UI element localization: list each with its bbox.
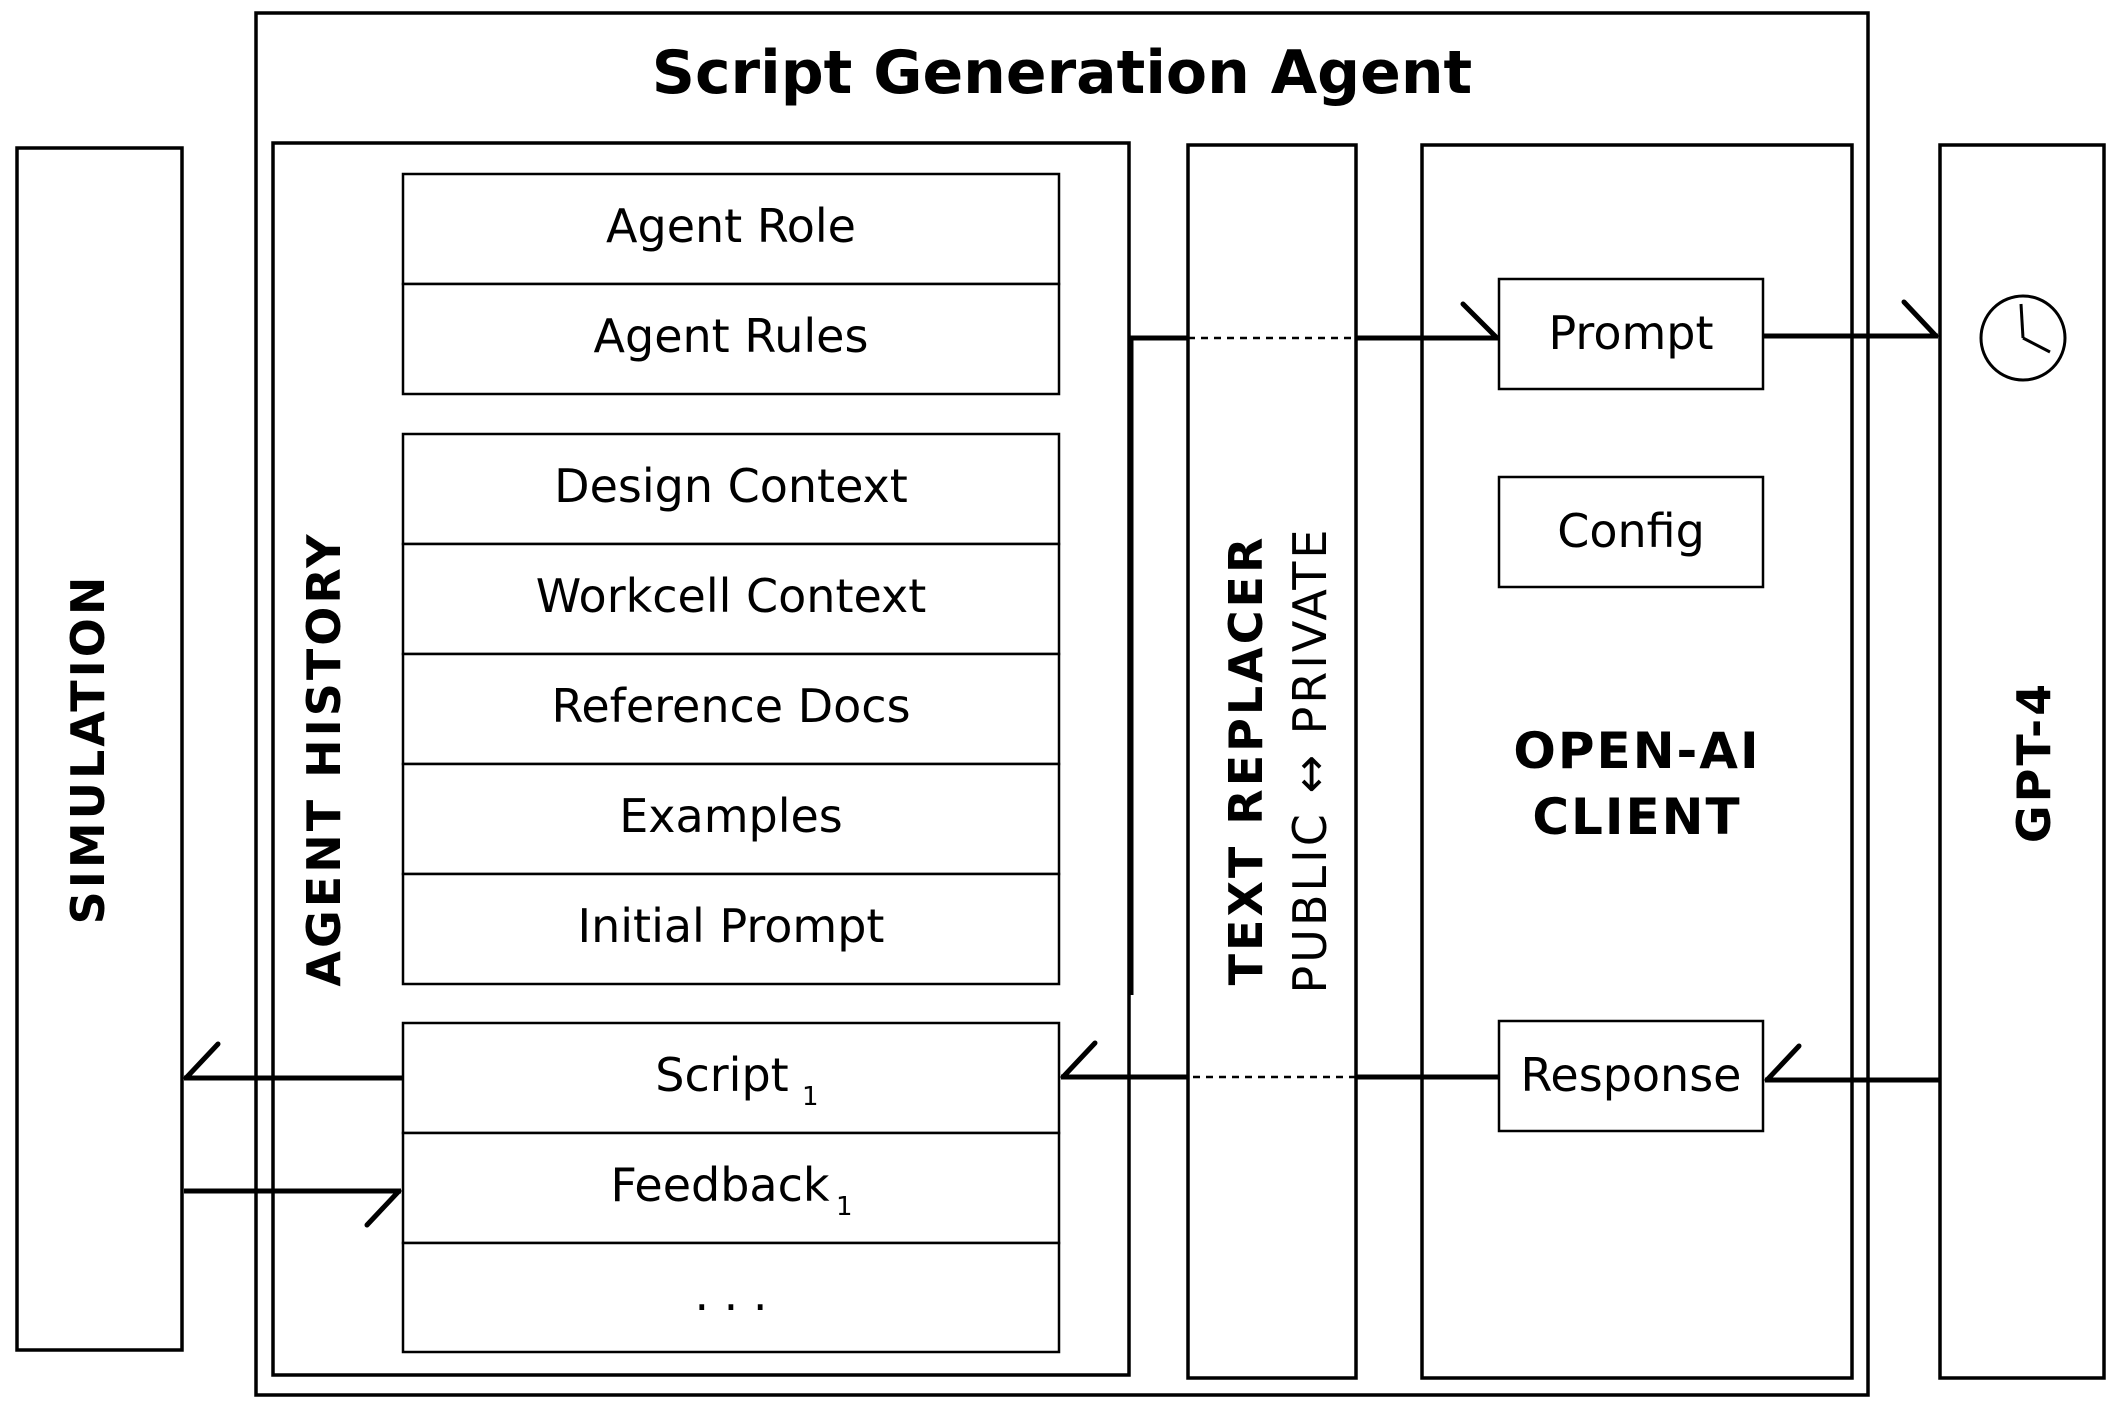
response-box (1497, 1019, 1765, 1133)
prompt-arrowhead (1460, 301, 1500, 341)
ellipsis-text: . . . (694, 1267, 767, 1321)
openai-client-box (1420, 143, 1854, 1380)
diagram-title: Script Generation Agent (652, 38, 1472, 108)
prompt-box (1497, 277, 1765, 391)
workcell-context-text: Workcell Context (536, 569, 926, 623)
config-box (1497, 475, 1765, 589)
agent-rules-cell (401, 282, 1061, 396)
agent-config-group: Agent Role Agent Rules (401, 172, 1061, 396)
response-flow-connector (1060, 1040, 1940, 1083)
openai-client-line2: CLIENT (1532, 788, 1741, 846)
initial-prompt-text: Initial Prompt (578, 899, 885, 953)
history-group: Script 1 Feedback 1 . . . (401, 1021, 1061, 1354)
text-replacer-label: TEXT REPLACER (1219, 535, 1273, 986)
prompt-text: Prompt (1548, 306, 1713, 360)
script-cell (401, 1021, 1061, 1135)
design-context-cell (401, 432, 1061, 546)
response-arrowhead (1764, 1043, 1802, 1083)
agent-role-text: Agent Role (606, 199, 856, 253)
agent-role-cell (401, 172, 1061, 286)
feedback-text: Feedback (610, 1158, 829, 1212)
reference-docs-text: Reference Docs (551, 679, 910, 733)
examples-text: Examples (619, 789, 843, 843)
examples-cell (401, 762, 1061, 876)
text-replacer-sublabel: PUBLIC ↔ PRIVATE (1283, 527, 1337, 994)
agent-rules-text: Agent Rules (594, 309, 869, 363)
script-arrowhead (1060, 1040, 1098, 1080)
script-label: Script (655, 1048, 788, 1102)
openai-client-line1: OPEN-AI (1513, 722, 1760, 780)
clock-icon (1979, 294, 2067, 382)
initial-prompt-cell (401, 872, 1061, 986)
config-text: Config (1557, 504, 1705, 558)
feedback-arrowhead (364, 1188, 402, 1228)
simulation-label: SIMULATION (61, 574, 115, 925)
script-subscript: 1 (802, 1082, 819, 1112)
agent-history-label: AGENT HISTORY (297, 531, 351, 986)
script-text: Script (655, 1048, 788, 1102)
gpt4-arrowhead (1901, 299, 1939, 339)
ellipsis-cell (401, 1241, 1061, 1354)
response-text: Response (1521, 1048, 1742, 1102)
gpt4-label: GPT-4 (2007, 681, 2061, 843)
feedback-cell (401, 1131, 1061, 1245)
simulation-arrowhead (183, 1041, 221, 1081)
gpt4-box (1938, 143, 2106, 1380)
simulation-box (15, 146, 184, 1352)
script-to-simulation-connector (183, 1041, 403, 1081)
simulation-to-feedback-connector (184, 1188, 402, 1228)
design-context-text: Design Context (554, 459, 908, 513)
feedback-subscript: 1 (836, 1192, 853, 1222)
workcell-context-cell (401, 542, 1061, 656)
text-replacer-box (1186, 143, 1358, 1380)
prompt-flow-connector (1128, 299, 1939, 995)
context-group: Design Context Workcell Context Referenc… (401, 432, 1061, 986)
reference-docs-cell (401, 652, 1061, 766)
script-generation-agent-frame (254, 11, 1870, 1397)
